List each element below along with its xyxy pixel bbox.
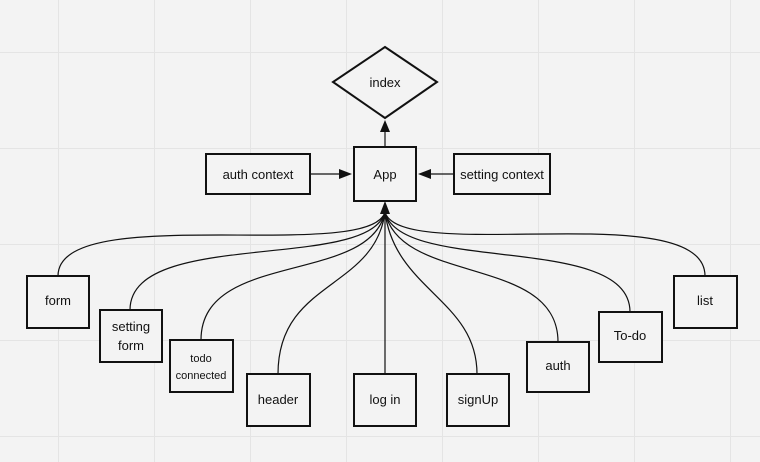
node-todo-connected-label-line1: todo xyxy=(190,353,211,365)
edge-todo-app xyxy=(384,211,631,313)
node-setting-context[interactable]: setting context xyxy=(453,153,551,195)
arrowhead-into-app-left xyxy=(339,169,352,179)
arrowhead-into-app-right xyxy=(418,169,431,179)
edge-setting-form-app xyxy=(129,211,386,311)
node-index[interactable]: index xyxy=(331,45,439,120)
node-setting-form-label-line2: form xyxy=(118,338,144,353)
edge-list-app xyxy=(384,211,706,277)
node-list-label: list xyxy=(697,293,713,308)
node-todo-connected-label-line2: connected xyxy=(176,370,227,382)
node-to-do-label: To-do xyxy=(614,328,647,343)
node-auth-context-label: auth context xyxy=(223,167,294,182)
edges xyxy=(57,130,706,375)
edge-auth-app xyxy=(384,211,559,343)
node-to-do[interactable]: To-do xyxy=(598,311,663,363)
edge-todo-connected-app xyxy=(200,211,386,341)
node-log-in-label: log in xyxy=(369,392,400,407)
node-auth[interactable]: auth xyxy=(526,341,590,393)
node-setting-form[interactable]: setting form xyxy=(99,309,163,363)
node-auth-context[interactable]: auth context xyxy=(205,153,311,195)
node-app[interactable]: App xyxy=(353,146,417,202)
node-app-label: App xyxy=(373,167,396,182)
node-index-label: index xyxy=(369,75,401,90)
node-setting-context-label: setting context xyxy=(460,167,544,182)
edge-form-app xyxy=(57,211,386,277)
arrowheads xyxy=(339,120,431,214)
arrowhead-into-app-bottom xyxy=(380,201,390,214)
node-header-label: header xyxy=(258,392,299,407)
node-form-label: form xyxy=(45,293,71,308)
node-list[interactable]: list xyxy=(673,275,738,329)
node-sign-up-label: signUp xyxy=(458,392,498,407)
node-header[interactable]: header xyxy=(246,373,311,427)
edge-header-app xyxy=(277,211,386,375)
arrowhead-into-index xyxy=(380,120,390,132)
node-form[interactable]: form xyxy=(26,275,90,329)
node-auth-label: auth xyxy=(545,358,570,373)
node-sign-up[interactable]: signUp xyxy=(446,373,510,427)
node-log-in[interactable]: log in xyxy=(353,373,417,427)
edge-signup-app xyxy=(384,211,478,375)
node-setting-form-label-line1: setting xyxy=(112,319,150,334)
node-todo-connected[interactable]: todo connected xyxy=(169,339,234,393)
